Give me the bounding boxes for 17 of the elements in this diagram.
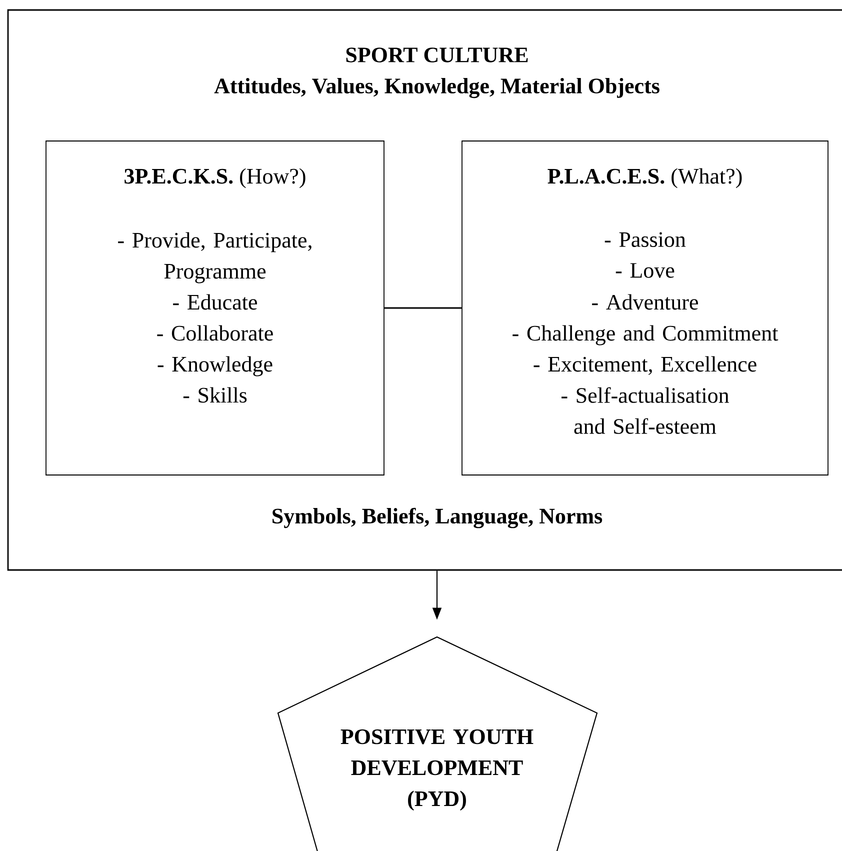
list-item: - Educate (173, 294, 257, 310)
heading: SPORT CULTURE (346, 48, 528, 62)
list-item: - Love (616, 263, 674, 278)
list-item: - Adventure (592, 294, 698, 310)
list-item: - Knowledge (158, 356, 272, 376)
box-heading: 3P.E.C.K.S. (How?) (124, 168, 306, 188)
list-item: - Self-actualisation and Self-esteem (562, 387, 729, 434)
list-item: - Skills (183, 387, 247, 403)
caption-text: Symbols, Beliefs, Language, Norms (272, 508, 602, 528)
list-item: - Challenge and Commitment (512, 325, 778, 346)
box-heading: P.L.A.C.E.S. (What?) (548, 168, 742, 188)
list-item: - Collaborate (157, 325, 273, 341)
caption-text: Attitudes, Values, Knowledge, Material Objects (214, 78, 660, 98)
list-item: - Provide, Participate, Programme (118, 232, 312, 284)
connector (384, 307, 462, 309)
list-item: - Excitement, Excellence (534, 356, 756, 375)
list-item: - Passion (604, 232, 686, 247)
